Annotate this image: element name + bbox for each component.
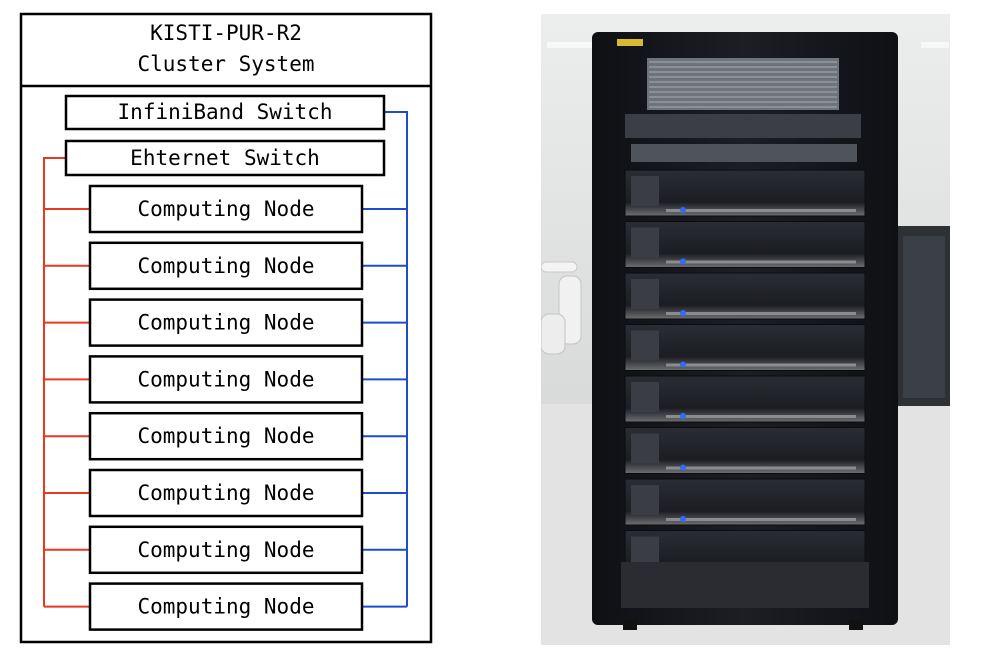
- rack-label-sticker: [617, 39, 643, 46]
- infiniband-switch-box: [64, 94, 386, 131]
- server-drive-bay: [631, 330, 659, 361]
- ethernet-switch-box: [64, 139, 386, 177]
- server-front-strip: [666, 466, 856, 470]
- power-led-icon: [680, 258, 686, 265]
- server-drive-bay: [631, 227, 659, 258]
- computing-node-label: Computing Node: [137, 367, 314, 391]
- computing-node-box: [88, 184, 364, 234]
- power-led-icon: [680, 310, 686, 316]
- server-front-strip: [666, 363, 856, 367]
- ceiling-light-right: [921, 42, 949, 48]
- server-front-strip: [666, 518, 856, 521]
- power-led-icon: [680, 516, 686, 522]
- rack-server-unit: [624, 427, 866, 474]
- computing-node-box: [88, 582, 364, 631]
- computing-node-box: [88, 525, 364, 575]
- server-drive-bay: [631, 279, 659, 309]
- power-led-icon: [680, 361, 686, 368]
- ethernet-trunk: [43, 157, 66, 607]
- computing-node-label: Computing Node: [137, 595, 314, 619]
- pipes: [541, 261, 582, 355]
- computing-node-box: [88, 411, 364, 461]
- server-front-strip: [666, 260, 856, 264]
- diagram-title-line1: KISTI-PUR-R2: [150, 21, 302, 45]
- server-front-strip: [666, 415, 856, 418]
- server-front-strip: [666, 312, 856, 315]
- computing-node-label: Computing Node: [137, 311, 314, 335]
- ethernet-switch-label: Ehternet Switch: [130, 146, 320, 170]
- infiniband-switch-label: InfiniBand Switch: [118, 100, 333, 124]
- computing-node-box: [88, 241, 364, 291]
- computing-node-label: Computing Node: [137, 197, 314, 221]
- rack-server-unit: [624, 375, 866, 423]
- rack-foot-right: [849, 620, 863, 630]
- computing-node-label: Computing Node: [137, 538, 314, 562]
- server-drive-bay: [631, 176, 659, 206]
- rack-base: [621, 562, 869, 608]
- computing-node-label: Computing Node: [137, 424, 314, 448]
- infiniband-trunk: [384, 111, 408, 607]
- computing-node-box: [88, 298, 364, 347]
- ceiling-light-left: [547, 42, 593, 48]
- rack-units: [624, 169, 866, 577]
- rack-server-unit: [624, 169, 866, 217]
- power-led-icon: [680, 464, 686, 471]
- ethernet-links: [43, 157, 90, 608]
- rack-server-unit: [624, 324, 866, 371]
- computing-node-label: Computing Node: [137, 254, 314, 278]
- power-led-icon: [680, 413, 686, 419]
- server-drive-bay: [631, 536, 659, 567]
- rack-server-unit: [624, 272, 866, 320]
- infiniband-links: [362, 111, 408, 608]
- rack-vent-grill: [649, 61, 837, 108]
- server-drive-bay: [631, 382, 659, 412]
- computing-node-label: Computing Node: [137, 481, 314, 505]
- rack-server-unit: [624, 221, 866, 268]
- server-drive-bay: [631, 433, 659, 464]
- rack-foot-left: [623, 620, 637, 630]
- adjacent-rack-door: [903, 236, 945, 398]
- rack-server-unit: [624, 478, 866, 526]
- cluster-diagram: KISTI-PUR-R2 Cluster System InfiniBand S…: [19, 12, 433, 644]
- power-led-icon: [680, 207, 686, 213]
- patch-panel: [631, 144, 857, 162]
- server-front-strip: [666, 209, 856, 212]
- computing-node-box: [88, 468, 364, 518]
- server-rack-photo: [541, 14, 950, 645]
- computing-node-box: [88, 355, 364, 404]
- cable-management: [625, 114, 861, 138]
- diagram-title-line2: Cluster System: [137, 52, 314, 76]
- server-drive-bay: [631, 485, 659, 515]
